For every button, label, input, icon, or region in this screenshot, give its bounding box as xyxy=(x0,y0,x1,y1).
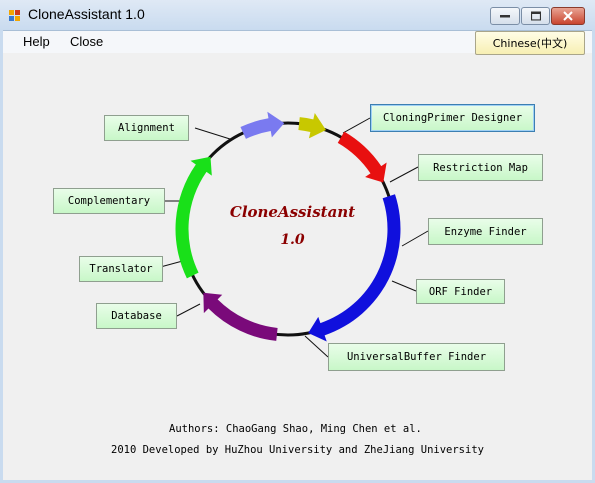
leader-enzyme xyxy=(401,230,429,247)
leader-cloningprimer xyxy=(342,117,371,134)
leader-database xyxy=(176,303,201,317)
maximize-button[interactable] xyxy=(521,7,550,25)
orf-finder-button[interactable]: ORF Finder xyxy=(416,279,505,304)
maximize-icon xyxy=(530,11,541,21)
minimize-button[interactable] xyxy=(490,7,520,25)
app-icon xyxy=(9,10,21,22)
title-bar: CloneAssistant 1.0 xyxy=(0,0,595,31)
segment-yellow xyxy=(298,113,326,139)
menu-help[interactable]: Help xyxy=(23,34,50,49)
alignment-button[interactable]: Alignment xyxy=(104,115,189,141)
plasmid-backbone xyxy=(180,121,396,337)
menu-bar: Help Close xyxy=(0,31,595,53)
chinese-language-button[interactable]: Chinese(中文) xyxy=(475,31,585,55)
plasmid-segments xyxy=(175,111,401,342)
translator-button[interactable]: Translator xyxy=(79,256,163,282)
enzyme-finder-button[interactable]: Enzyme Finder xyxy=(428,218,543,245)
leader-alignment xyxy=(194,127,231,140)
segment-purple xyxy=(203,292,278,341)
window-title: CloneAssistant 1.0 xyxy=(28,6,145,22)
cloning-primer-designer-button[interactable]: CloningPrimer Designer xyxy=(370,104,535,132)
close-icon xyxy=(563,11,573,21)
authors-text: Authors: ChaoGang Shao, Ming Chen et al. xyxy=(169,423,422,435)
universal-buffer-finder-button[interactable]: UniversalBuffer Finder xyxy=(328,343,505,371)
segment-red xyxy=(337,131,387,183)
developed-text: 2010 Developed by HuZhou University and … xyxy=(111,444,484,456)
close-window-button[interactable] xyxy=(551,7,585,25)
restriction-map-button[interactable]: Restriction Map xyxy=(418,154,543,181)
database-button[interactable]: Database xyxy=(96,303,177,329)
center-app-title: CloneAssistant xyxy=(229,203,356,221)
complementary-button[interactable]: Complementary xyxy=(53,188,165,214)
window-border-bottom xyxy=(0,480,595,483)
menu-close[interactable]: Close xyxy=(70,34,104,49)
center-app-version: 1.0 xyxy=(280,232,305,248)
segment-green xyxy=(175,156,212,279)
leader-restriction xyxy=(389,166,419,183)
minimize-icon xyxy=(500,15,510,18)
segment-periwinkle xyxy=(240,111,285,139)
window-border-left xyxy=(0,30,3,483)
window-border-right xyxy=(592,30,595,483)
leader-universalbuffer xyxy=(304,335,329,358)
leader-orf xyxy=(391,280,417,292)
